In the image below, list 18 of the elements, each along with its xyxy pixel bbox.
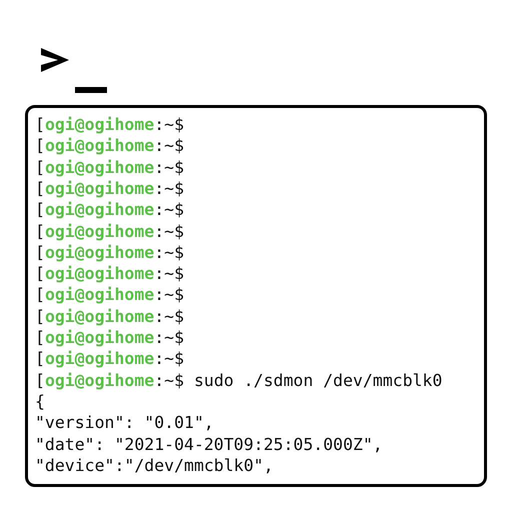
terminal-prompt: [ogi@ogihome:~$: [35, 242, 184, 263]
terminal-prompt: [ogi@ogihome:~$: [35, 199, 184, 220]
terminal-prompt: [ogi@ogihome:~$: [35, 135, 184, 156]
terminal-prompt: [ogi@ogihome:~$: [35, 284, 184, 306]
terminal-output: "date": "2021-04-20T09:25:05.000Z",: [35, 434, 383, 454]
terminal-prompt: [ogi@ogihome:~$: [35, 327, 184, 348]
terminal-output: "device":"/dev/mmcblk0",: [35, 454, 274, 476]
terminal-prompt: [ogi@ogihome:~$: [35, 220, 184, 242]
terminal-prompt: [ogi@ogihome:~$: [35, 114, 184, 135]
terminal-output: {: [35, 390, 45, 412]
terminal-window: [25, 105, 487, 487]
terminal-output: "version": "0.01",: [35, 412, 214, 434]
terminal-prompt: [ogi@ogihome:~$: [35, 178, 184, 199]
terminal-prompt: [ogi@ogihome:~$ sudo ./sdmon /dev/mmcblk0: [35, 370, 442, 391]
terminal-prompt: [ogi@ogihome:~$: [35, 156, 184, 178]
terminal-prompt: [ogi@ogihome:~$: [35, 263, 184, 284]
terminal-prompt: [ogi@ogihome:~$: [35, 348, 184, 370]
terminal-prompt: [ogi@ogihome:~$: [35, 306, 184, 327]
